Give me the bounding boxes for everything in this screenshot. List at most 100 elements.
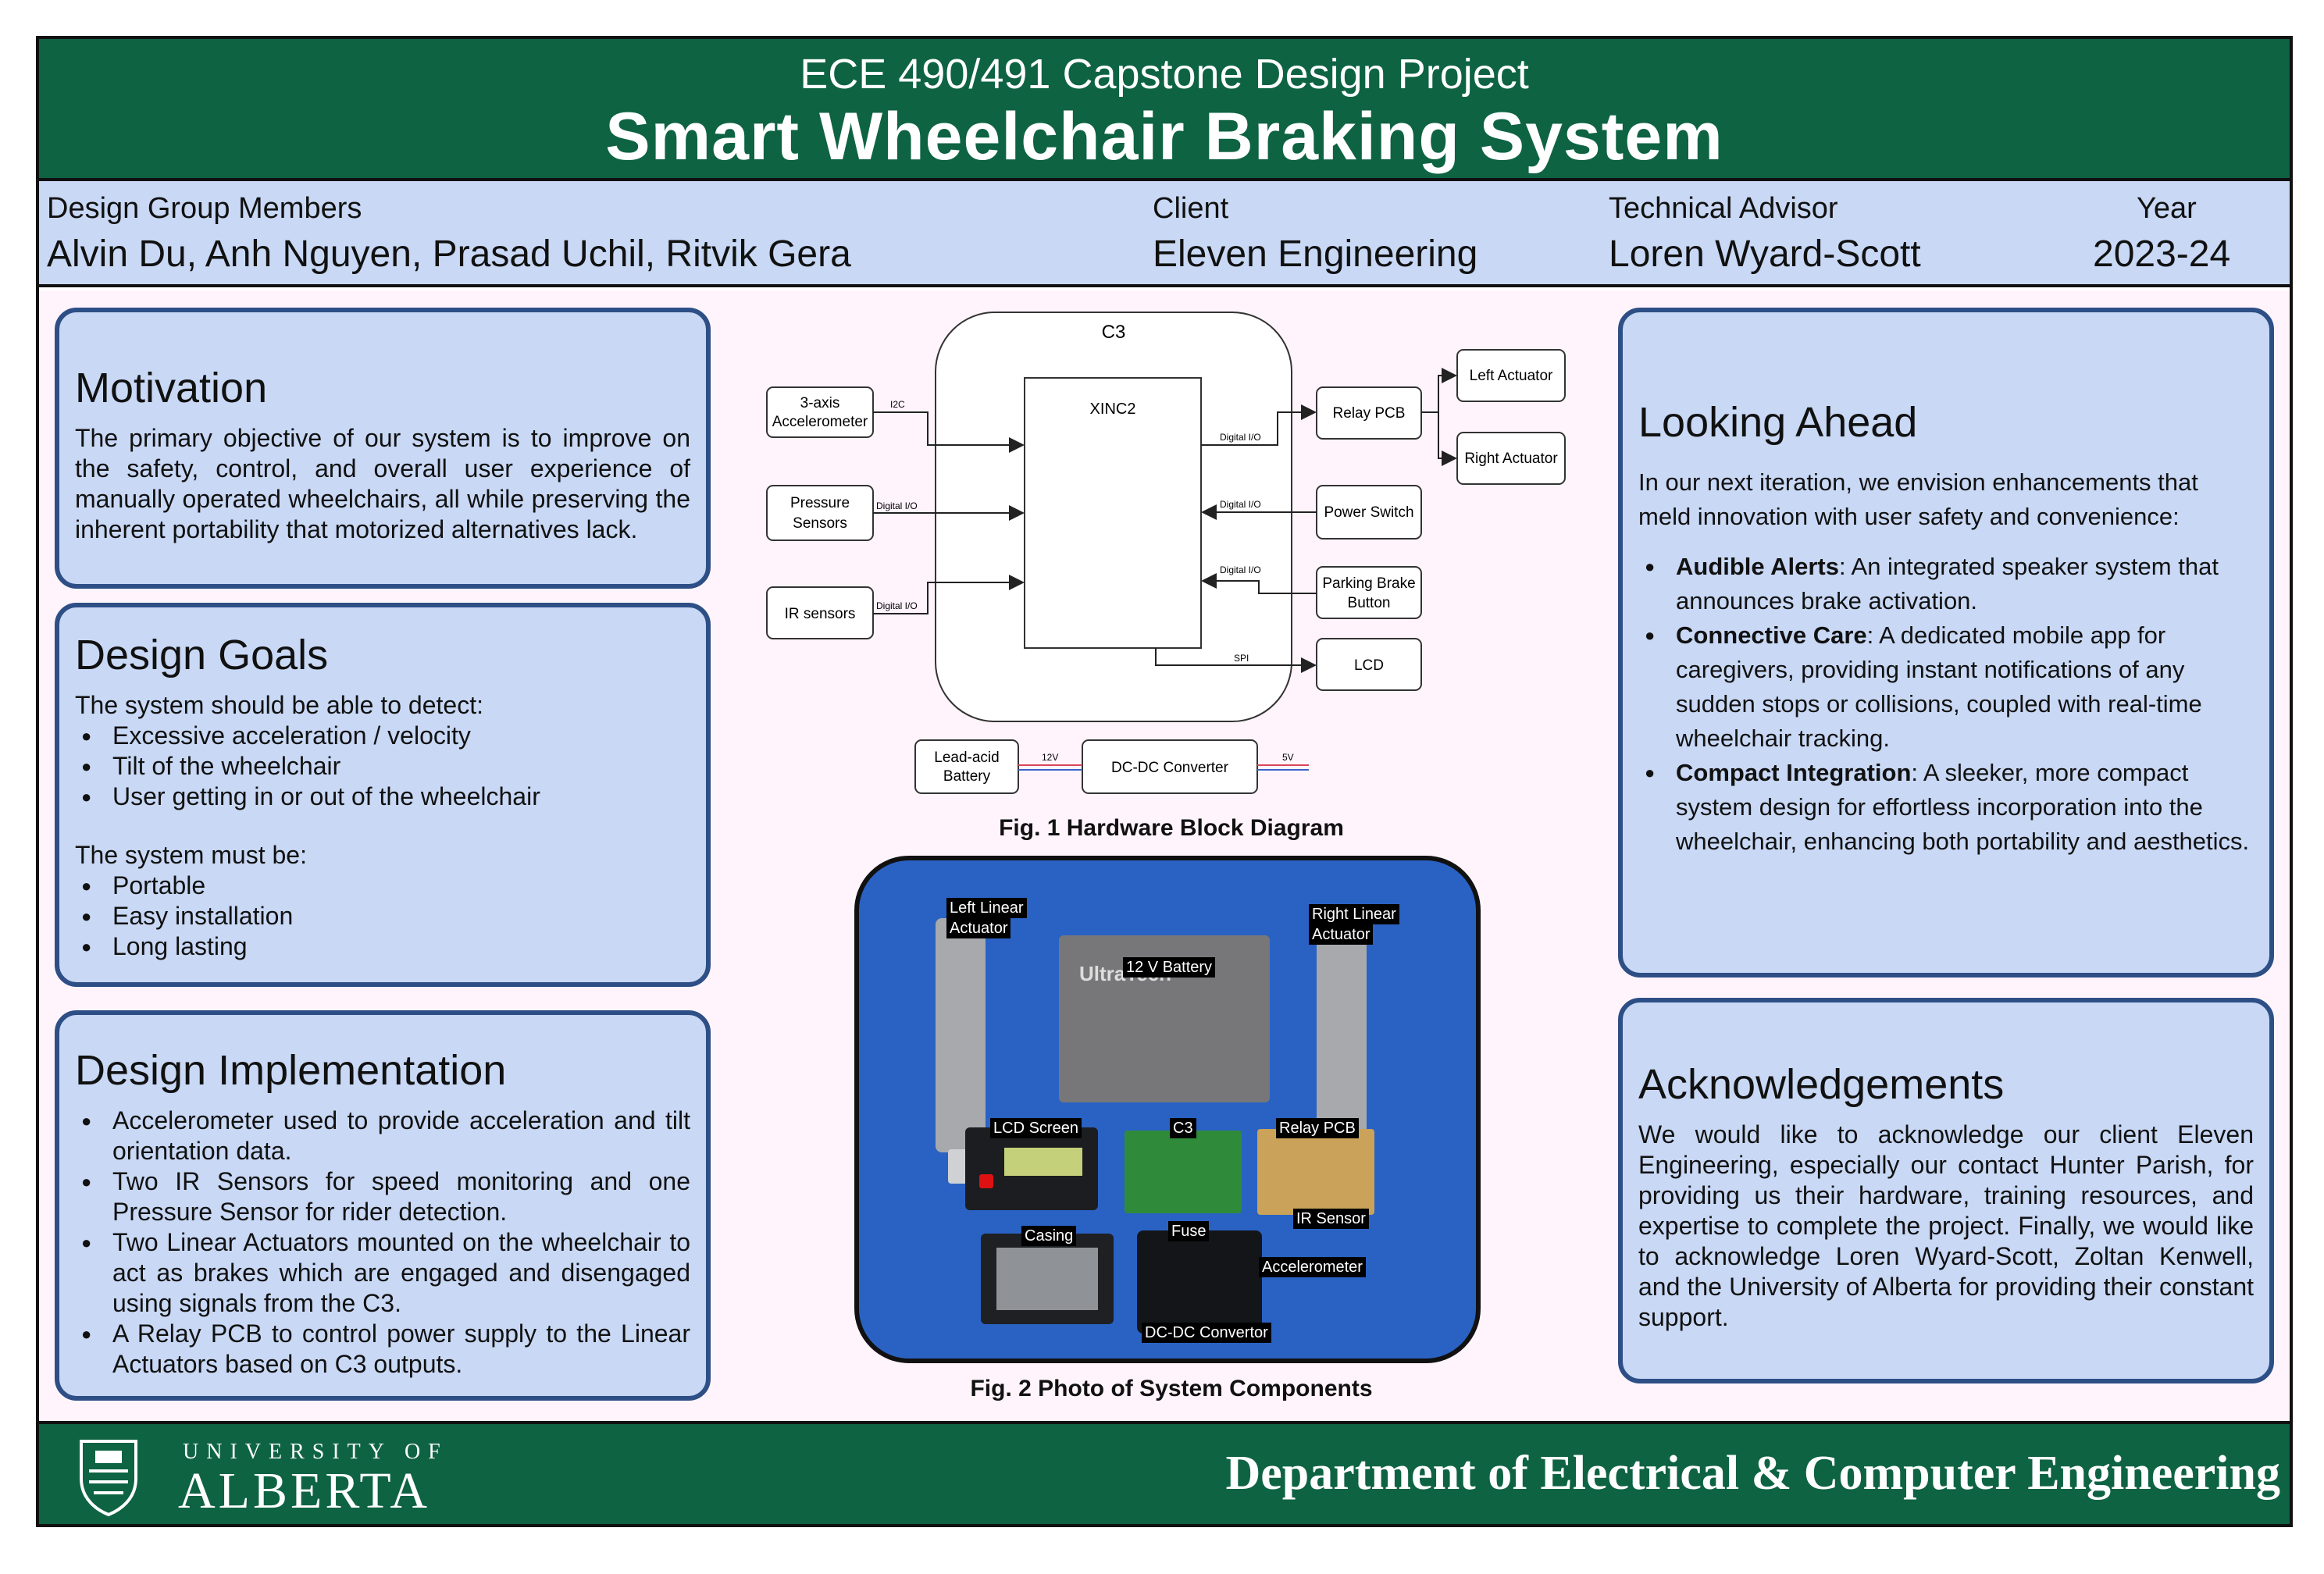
- list-item: Excessive acceleration / velocity: [81, 721, 690, 751]
- v5-label: 5V: [1282, 752, 1294, 763]
- photo-label-c3: C3: [1170, 1118, 1196, 1138]
- design-goals-body: The system should be able to detect: Exc…: [75, 690, 690, 962]
- photo-label-left-actuator-1: Left Linear: [946, 898, 1027, 918]
- motivation-panel: Motivation The primary objective of our …: [55, 308, 711, 589]
- dcdc-box: [1082, 739, 1258, 794]
- photo-label-lcd: LCD Screen: [990, 1118, 1082, 1138]
- accelerometer-label-2: Accelerometer: [772, 414, 868, 430]
- c3-label: C3: [1102, 322, 1126, 343]
- right-actuator-box: [1456, 432, 1566, 485]
- detect-intro: The system should be able to detect:: [75, 691, 483, 719]
- advisor-value: Loren Wyard-Scott: [1609, 233, 1921, 275]
- v12-label: 12V: [1042, 752, 1058, 763]
- xinc2-box: [1024, 377, 1202, 649]
- fig2-caption: Fig. 2 Photo of System Components: [970, 1376, 1373, 1401]
- ir-sensors-label: IR sensors: [785, 606, 856, 622]
- dcdc-label: DC-DC Converter: [1111, 760, 1229, 776]
- design-implementation-panel: Design Implementation Accelerometer used…: [55, 1010, 711, 1401]
- pressure-sensors-box: [766, 485, 874, 541]
- relay-dio-label: Digital I/O: [1220, 432, 1261, 443]
- photo-label-relay: Relay PCB: [1276, 1118, 1359, 1138]
- poster-title: Smart Wheelchair Braking System: [605, 99, 1723, 174]
- poster-subtitle: ECE 490/491 Capstone Design Project: [800, 51, 1529, 98]
- design-implementation-heading: Design Implementation: [75, 1047, 507, 1094]
- ir-line: [873, 575, 1025, 614]
- item-title: Compact Integration: [1676, 759, 1912, 786]
- looking-ahead-body: In our next iteration, we envision enhan…: [1638, 465, 2254, 859]
- year-value: 2023-24: [2093, 233, 2231, 275]
- lcd-label: LCD: [1354, 657, 1384, 674]
- list-item: Two Linear Actuators mounted on the whee…: [81, 1227, 690, 1319]
- battery-label-1: Lead-acid: [934, 750, 999, 766]
- pressure-dio-label: Digital I/O: [876, 500, 918, 511]
- looking-ahead-intro: In our next iteration, we envision enhan…: [1638, 468, 2198, 530]
- left-actuator-line: [1421, 368, 1457, 413]
- list-item: Long lasting: [81, 931, 690, 962]
- looking-ahead-panel: Looking Ahead In our next iteration, we …: [1618, 308, 2274, 978]
- pressure-label-2: Sensors: [793, 515, 847, 532]
- item-title: Connective Care: [1676, 621, 1867, 649]
- poster-footer: UNIVERSITY OF ALBERTA Department of Elec…: [39, 1421, 2290, 1524]
- pressure-label-1: Pressure: [790, 495, 850, 511]
- left-actuator-drawing: [936, 918, 986, 1152]
- photo-label-ir: IR Sensor: [1293, 1209, 1369, 1229]
- battery-box: [914, 739, 1019, 794]
- must-list: Portable Easy installation Long lasting: [75, 871, 690, 962]
- right-actuator-label: Right Actuator: [1464, 450, 1558, 467]
- spi-label: SPI: [1234, 653, 1249, 664]
- list-item: Compact Integration: A sleeker, more com…: [1645, 756, 2254, 859]
- parking-brake-label-1: Parking Brake: [1322, 575, 1415, 592]
- power-switch-label: Power Switch: [1324, 504, 1413, 521]
- design-implementation-body: Accelerometer used to provide accelerati…: [75, 1106, 690, 1380]
- power-dio-label: Digital I/O: [1220, 499, 1261, 510]
- university-label-main: ALBERTA: [178, 1462, 431, 1519]
- lcd-line: [1155, 648, 1317, 673]
- item-text: : A dedicated mobile app for caregivers,…: [1676, 621, 2202, 752]
- photo-label-battery: 12 V Battery: [1123, 957, 1216, 978]
- department-name: Department of Electrical & Computer Engi…: [1225, 1447, 2280, 1500]
- parking-dio-label: Digital I/O: [1220, 564, 1261, 575]
- design-goals-heading: Design Goals: [75, 632, 329, 678]
- acknowledgements-panel: Acknowledgements We would like to acknow…: [1618, 998, 2274, 1383]
- system-components-photo: UltraTech Left Linear Actuator Right Lin…: [854, 856, 1481, 1363]
- motivation-heading: Motivation: [75, 365, 268, 411]
- list-item: Accelerometer used to provide accelerati…: [81, 1106, 690, 1166]
- looking-ahead-heading: Looking Ahead: [1638, 399, 1918, 446]
- poster-frame: [36, 36, 2293, 1527]
- dcdc-drawing: [1137, 1230, 1262, 1334]
- photo-label-left-actuator-2: Actuator: [946, 918, 1011, 938]
- client-label: Client: [1153, 192, 1229, 225]
- photo-label-casing: Casing: [1021, 1226, 1077, 1246]
- acknowledgements-text: We would like to acknowledge our client …: [1638, 1120, 2254, 1331]
- casing-drawing: [981, 1234, 1114, 1324]
- right-actuator-line: [1438, 412, 1457, 466]
- right-actuator-drawing: [1317, 918, 1367, 1152]
- fig1-caption: Fig. 1 Hardware Block Diagram: [999, 815, 1344, 841]
- list-item: User getting in or out of the wheelchair: [81, 782, 690, 812]
- xinc2-label: XINC2: [1090, 401, 1136, 418]
- photo-label-right-actuator-1: Right Linear: [1309, 904, 1399, 924]
- year-label: Year: [2137, 192, 2197, 225]
- parking-brake-line: [1201, 573, 1317, 594]
- must-intro: The system must be:: [75, 841, 307, 869]
- item-text: : A sleeker, more compact system design …: [1676, 759, 2250, 855]
- battery-label-2: Battery: [943, 768, 991, 785]
- relay-line: [1201, 404, 1317, 446]
- photo-label-dcdc: DC-DC Convertor: [1142, 1323, 1271, 1343]
- hardware-block-diagram: C3 XINC2 3-axis Accelerometer Pressure S…: [766, 312, 1566, 794]
- i2c-line: [873, 411, 1025, 453]
- relay-pcb-label: Relay PCB: [1333, 405, 1406, 422]
- list-item: Easy installation: [81, 901, 690, 931]
- acknowledgements-heading: Acknowledgements: [1638, 1061, 2005, 1108]
- relay-pcb-drawing: [1257, 1129, 1374, 1215]
- lcd-box: [1316, 638, 1422, 691]
- photo-label-fuse: Fuse: [1168, 1221, 1210, 1241]
- list-item: A Relay PCB to control power supply to t…: [81, 1319, 690, 1380]
- photo-label-right-actuator-2: Actuator: [1309, 924, 1374, 945]
- design-goals-panel: Design Goals The system should be able t…: [55, 603, 711, 987]
- item-text: : An integrated speaker system that anno…: [1676, 553, 2219, 614]
- members-label: Design Group Members: [47, 192, 362, 225]
- lcd-screen-drawing: [965, 1127, 1098, 1210]
- ir-dio-label: Digital I/O: [876, 600, 918, 611]
- accelerometer-label-1: 3-axis: [800, 395, 840, 411]
